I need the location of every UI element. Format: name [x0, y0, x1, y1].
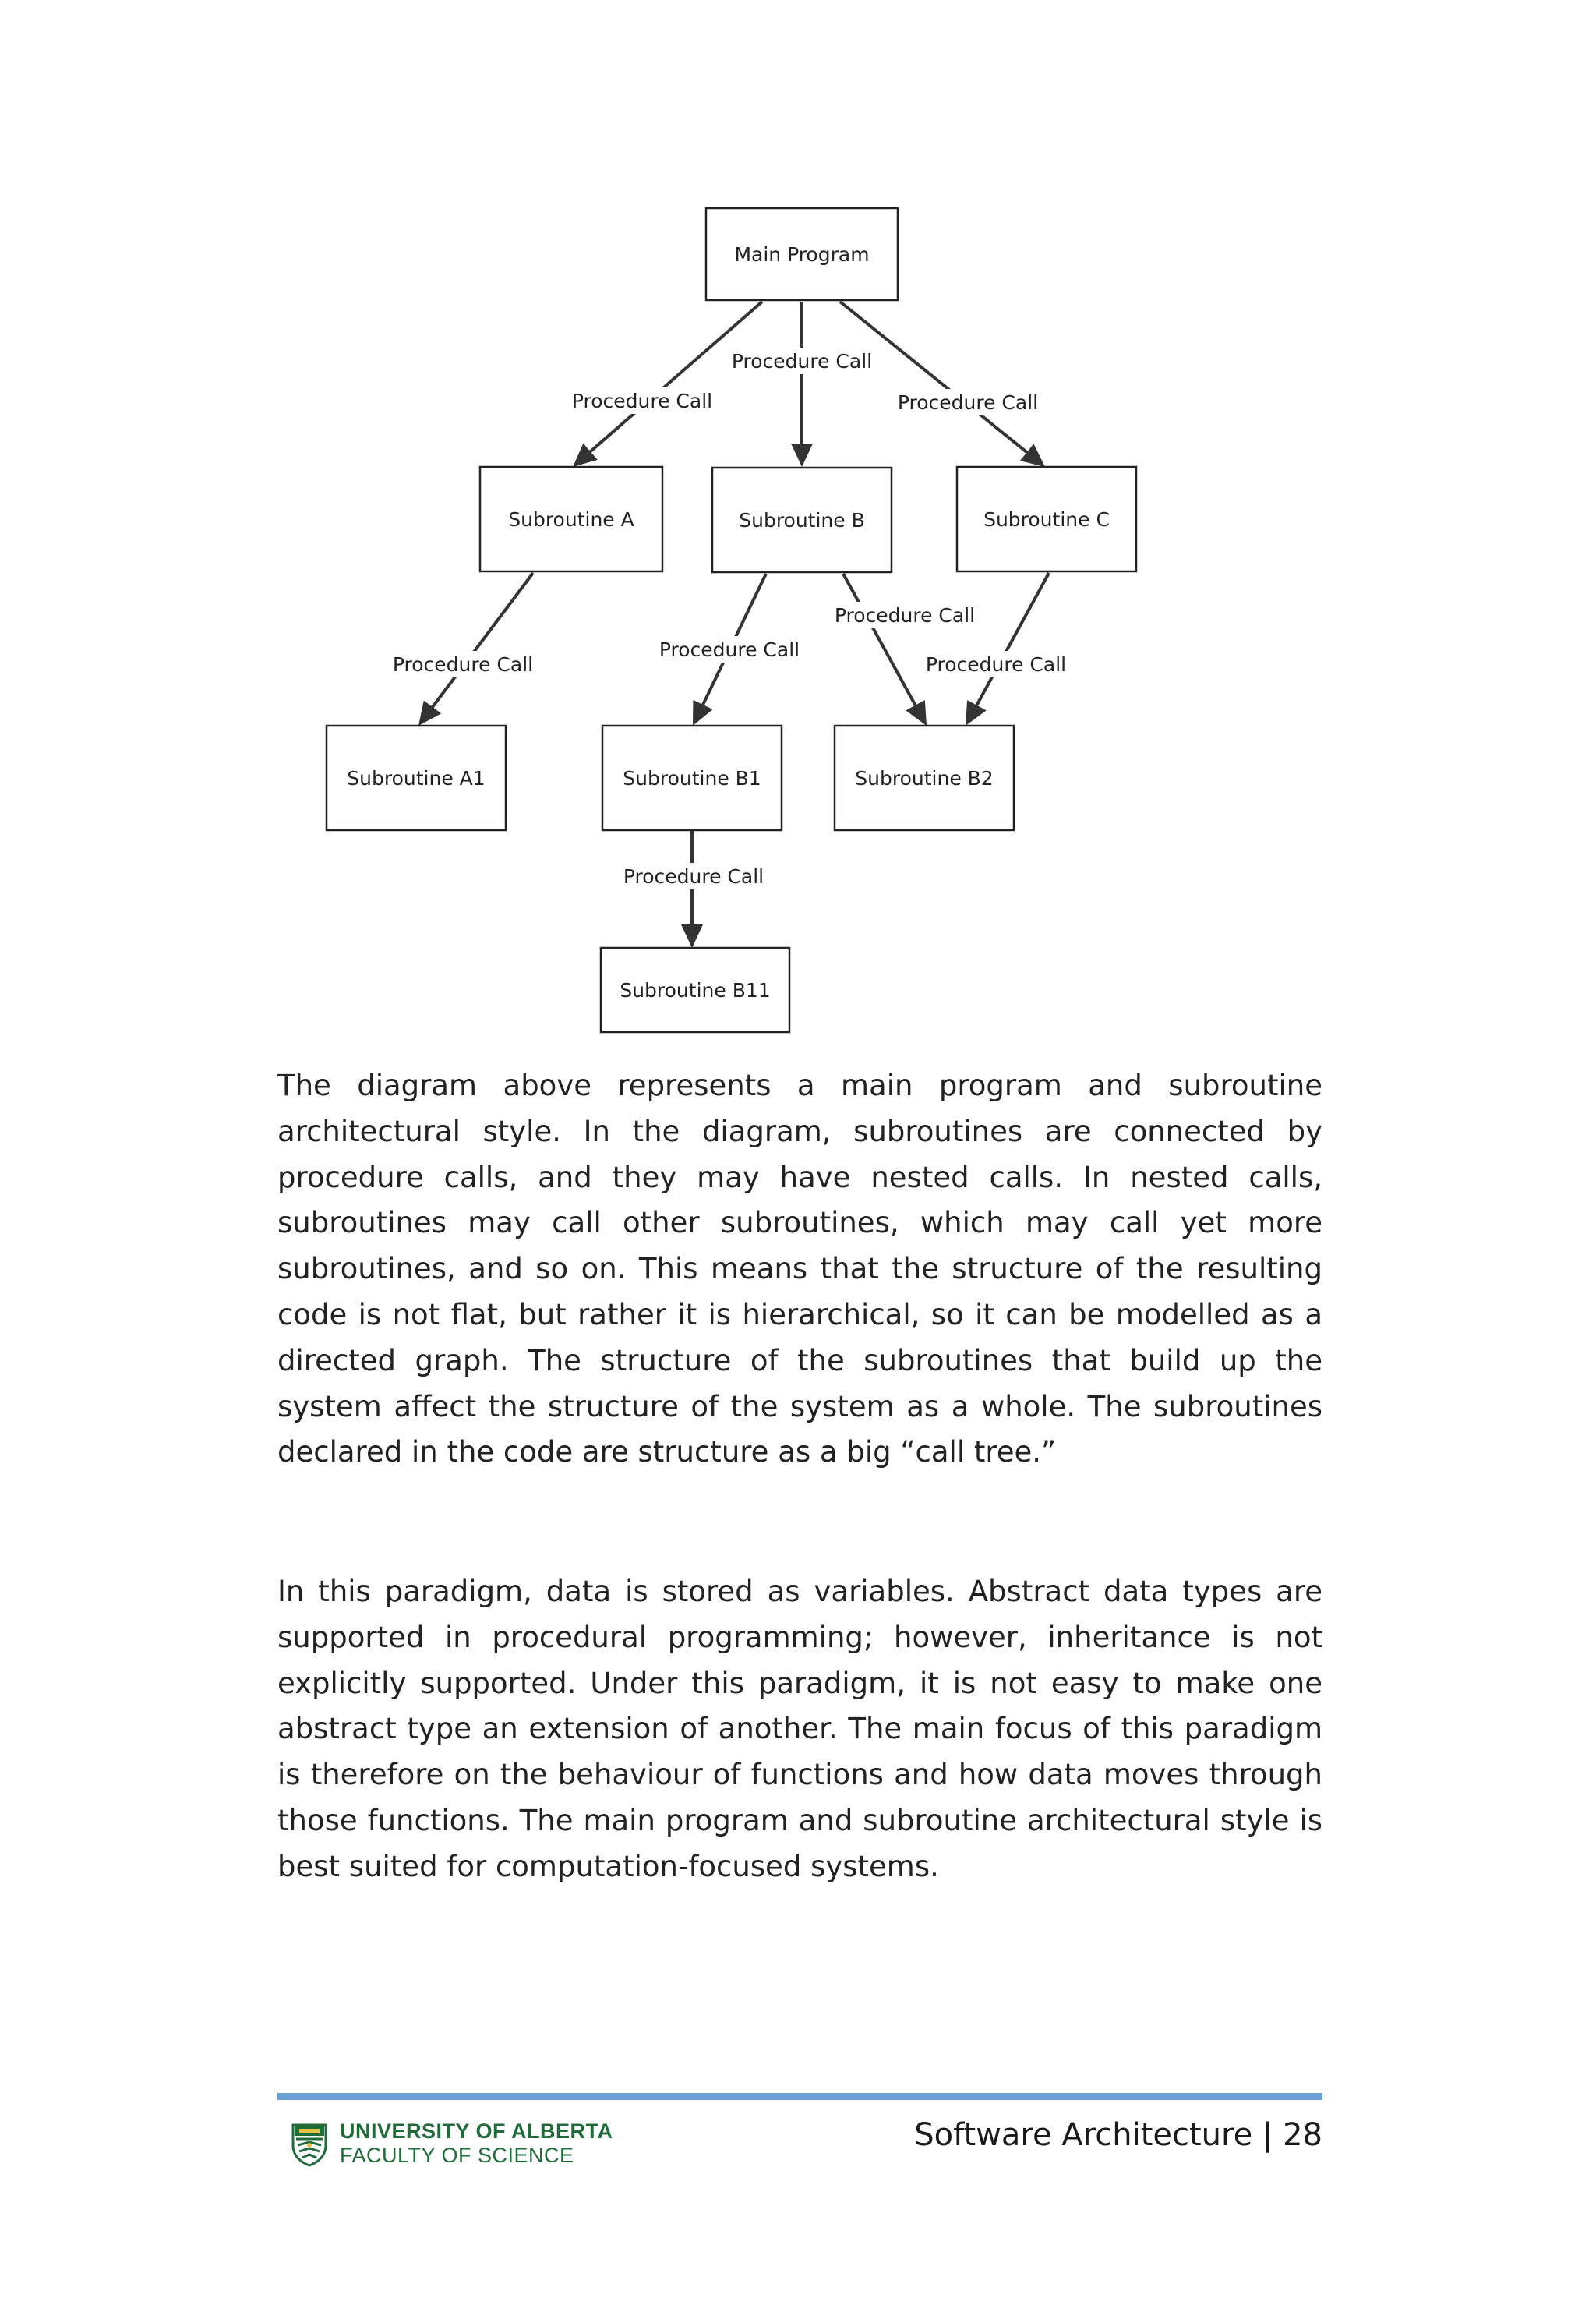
university-name: UNIVERSITY OF ALBERTA: [340, 2119, 613, 2143]
arrowhead-icon: [573, 443, 598, 467]
edge-label: Procedure Call: [926, 653, 1066, 676]
edge-b-b1: Procedure Call: [656, 573, 803, 726]
node-b11: Subroutine B11: [599, 946, 791, 1034]
node-box: [599, 946, 791, 1034]
edge-a-a1: Procedure Call: [390, 571, 536, 726]
node-b1: Subroutine B1: [601, 724, 783, 832]
node-label: Subroutine B1: [623, 767, 761, 790]
node-main: Main Program: [704, 207, 899, 302]
edge-main-a: Procedure Call: [569, 300, 764, 467]
footer-divider: [277, 2093, 1322, 2100]
node-label: Subroutine B: [739, 509, 865, 532]
node-a: Subroutine A: [478, 465, 664, 573]
edge-label: Procedure Call: [393, 653, 533, 676]
faculty-name: FACULTY OF SCIENCE: [340, 2144, 574, 2167]
arrowhead-icon: [791, 444, 813, 467]
edge-main-b: Procedure Call: [729, 302, 875, 467]
node-box: [478, 465, 664, 573]
arrowhead-icon: [681, 924, 703, 948]
edge-label: Procedure Call: [898, 391, 1038, 414]
edge-label: Procedure Call: [572, 390, 712, 412]
arrowhead-icon: [418, 700, 442, 726]
node-b2: Subroutine B2: [833, 724, 1015, 832]
node-box: [704, 207, 899, 302]
page-footer-label: Software Architecture | 28: [914, 2117, 1322, 2153]
arrowhead-icon: [966, 699, 987, 726]
edge-main-c: Procedure Call: [839, 300, 1045, 467]
edge-label: Procedure Call: [659, 638, 800, 661]
edge-b1-b11: Procedure Call: [620, 831, 767, 948]
arrowhead-icon: [906, 699, 927, 726]
node-box: [601, 724, 783, 832]
edge-label-background: [923, 651, 1069, 677]
node-label: Subroutine B11: [620, 979, 770, 1002]
edge-label-background: [895, 389, 1041, 415]
body-paragraph-1: The diagram above represents a main prog…: [277, 1069, 1322, 1469]
node-box: [833, 724, 1015, 832]
node-box: [711, 466, 893, 574]
edge-label: Procedure Call: [732, 350, 872, 373]
edge-line: [431, 571, 535, 709]
edge-label: Procedure Call: [835, 604, 975, 627]
edge-b-b2: Procedure Call: [832, 573, 978, 726]
edge-line: [589, 300, 764, 453]
node-box: [955, 465, 1138, 573]
edge-label-background: [656, 636, 803, 663]
edge-label-background: [832, 602, 978, 628]
node-label: Subroutine A: [508, 508, 634, 531]
arrowhead-icon: [693, 699, 713, 726]
node-label: Subroutine C: [983, 508, 1110, 531]
edge-line: [842, 573, 917, 706]
edge-label-background: [620, 863, 767, 889]
edge-line: [839, 300, 1028, 454]
node-a1: Subroutine A1: [325, 724, 507, 832]
edge-c-b2: Procedure Call: [923, 572, 1069, 726]
university-crest-icon: [291, 2123, 327, 2167]
edge-label-background: [729, 348, 875, 374]
arrowhead-icon: [1019, 444, 1045, 467]
edge-label-background: [569, 387, 715, 414]
edge-label-background: [390, 651, 536, 677]
node-c: Subroutine C: [955, 465, 1138, 573]
node-label: Subroutine B2: [855, 767, 993, 790]
edge-label: Procedure Call: [623, 865, 764, 888]
node-b: Subroutine B: [711, 466, 893, 574]
node-box: [325, 724, 507, 832]
node-label: Subroutine A1: [347, 767, 485, 790]
edge-line: [975, 572, 1050, 706]
node-label: Main Program: [734, 243, 869, 266]
body-paragraph-2: In this paradigm, data is stored as vari…: [277, 1575, 1322, 1883]
